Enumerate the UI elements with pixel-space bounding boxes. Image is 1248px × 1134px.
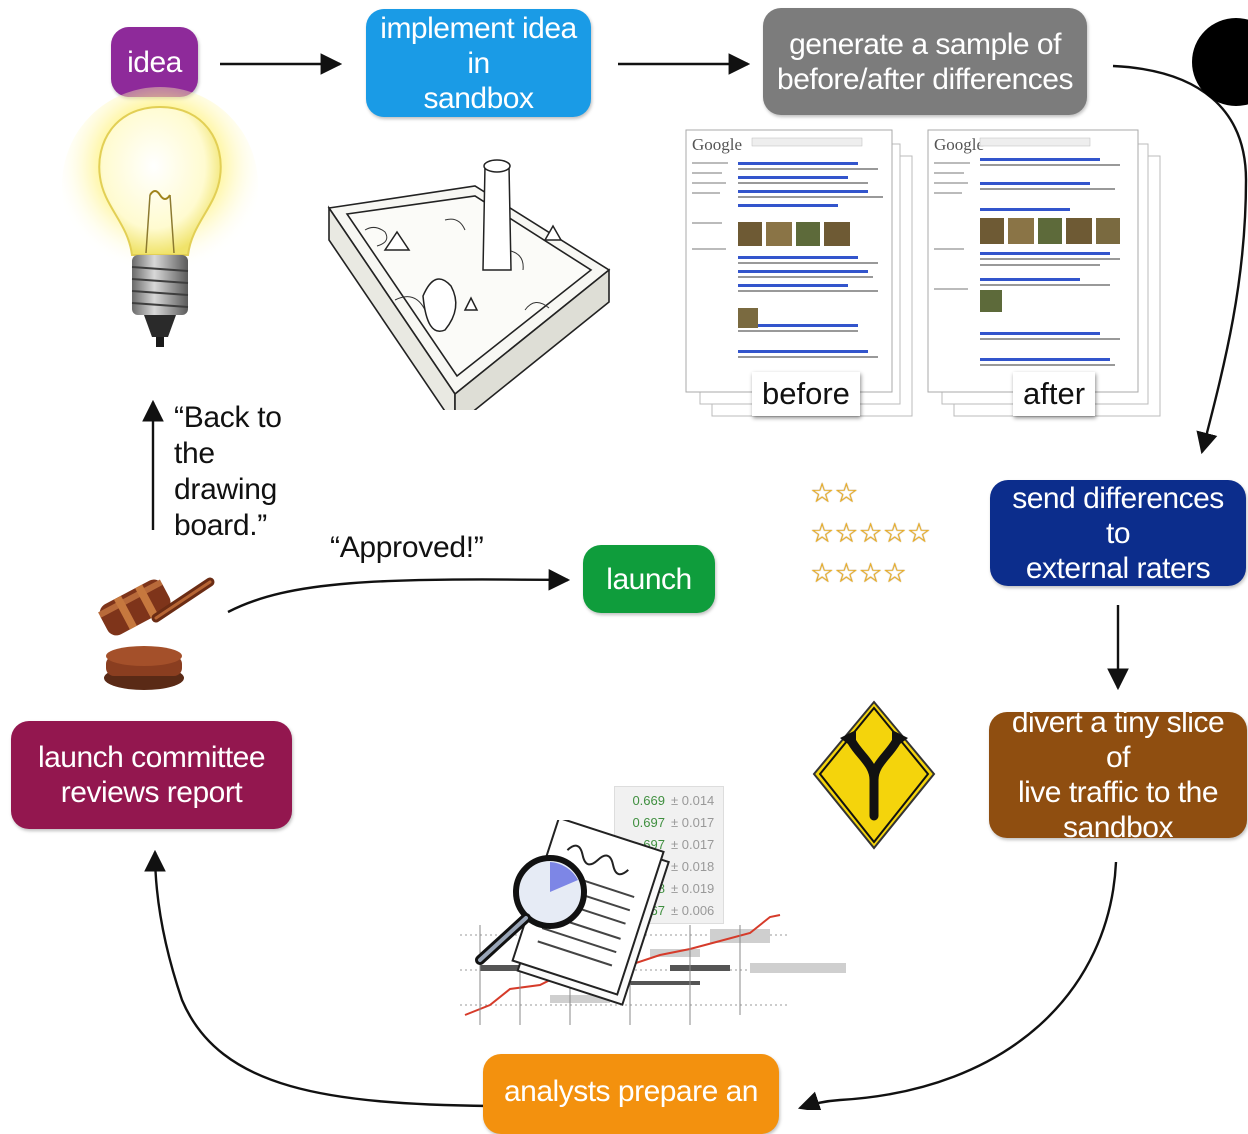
experiment-cycle-diagram: idea implement idea in sandbox generate …	[11, 8, 1248, 1134]
box-divert-label: divert a tiny slice of live traffic to t…	[1011, 706, 1225, 844]
star-icon: ☆	[858, 518, 883, 549]
star-icon: ☆	[810, 518, 835, 549]
stat-error: ± 0.017	[671, 837, 715, 852]
star-rating-row: ☆☆☆☆☆	[810, 518, 931, 549]
arrow-divert-to-analysts	[797, 861, 1118, 1110]
fork-road-sign-icon	[812, 700, 936, 850]
before-google-logo: Google	[692, 135, 742, 154]
star-icon: ☆	[834, 478, 859, 509]
box-idea: idea	[111, 27, 198, 97]
box-committee: launch committee reviews report	[11, 721, 292, 829]
sandbox-illustration	[327, 159, 611, 410]
quote-approved: “Approved!”	[330, 531, 484, 564]
star-rating-row: ☆☆☆☆	[810, 558, 907, 589]
star-icon: ☆	[882, 518, 907, 549]
box-send-label: send differences to external raters	[1012, 481, 1224, 585]
stat-value: 0.697	[632, 815, 665, 830]
star-icon: ☆	[882, 558, 907, 589]
box-implement-label: implement idea in sandbox	[380, 11, 577, 115]
star-ratings: ☆☆☆☆☆☆☆☆☆☆☆	[810, 478, 950, 598]
star-icon: ☆	[858, 558, 883, 589]
box-launch-label: launch	[606, 562, 692, 596]
stat-error: ± 0.019	[671, 881, 715, 896]
box-committee-label: launch committee reviews report	[37, 741, 266, 809]
box-generate-label: generate a sample of before/after differ…	[777, 27, 1073, 96]
quote-back-to-drawing-board: “Back to the drawing board.”	[174, 401, 282, 542]
stat-error: ± 0.014	[671, 793, 715, 808]
box-analysts: analysts prepare an	[483, 1054, 779, 1134]
stat-error: ± 0.017	[671, 815, 715, 830]
arrow-analysts-to-committee	[144, 849, 491, 1108]
box-send: send differences to external raters	[990, 480, 1246, 586]
stat-row: 0.697 ± 0.017	[619, 815, 719, 830]
box-divert: divert a tiny slice of live traffic to t…	[989, 706, 1247, 844]
stat-value: 0.669	[632, 793, 665, 808]
box-generate: generate a sample of before/after differ…	[763, 8, 1087, 115]
before-label: before	[752, 372, 860, 416]
gavel-icon	[98, 577, 215, 690]
stat-row: 0.669 ± 0.014	[619, 793, 719, 808]
star-icon: ☆	[834, 518, 859, 549]
after-screenshot: Google	[927, 129, 1161, 417]
arrow-approved-to-launch	[227, 568, 571, 614]
after-google-logo: Google	[934, 135, 984, 154]
lightbulb-icon	[62, 87, 258, 347]
star-icon: ☆	[906, 518, 932, 549]
box-launch: launch	[583, 545, 715, 613]
box-analysts-label: analysts prepare an	[504, 1075, 759, 1108]
report-magnifier-icon	[475, 820, 670, 1006]
star-rating-row: ☆☆	[810, 478, 858, 509]
after-label: after	[1013, 372, 1096, 416]
box-idea-label: idea	[127, 45, 182, 79]
star-icon: ☆	[810, 478, 835, 509]
star-icon: ☆	[810, 558, 835, 589]
stat-error: ± 0.018	[671, 859, 715, 874]
black-dot	[1192, 18, 1248, 106]
star-icon: ☆	[834, 558, 859, 589]
arrow-generate-to-send	[1112, 64, 1248, 455]
box-implement: implement idea in sandbox	[366, 9, 591, 117]
stat-error: ± 0.006	[671, 903, 715, 918]
connector-arrows	[142, 18, 1248, 1110]
